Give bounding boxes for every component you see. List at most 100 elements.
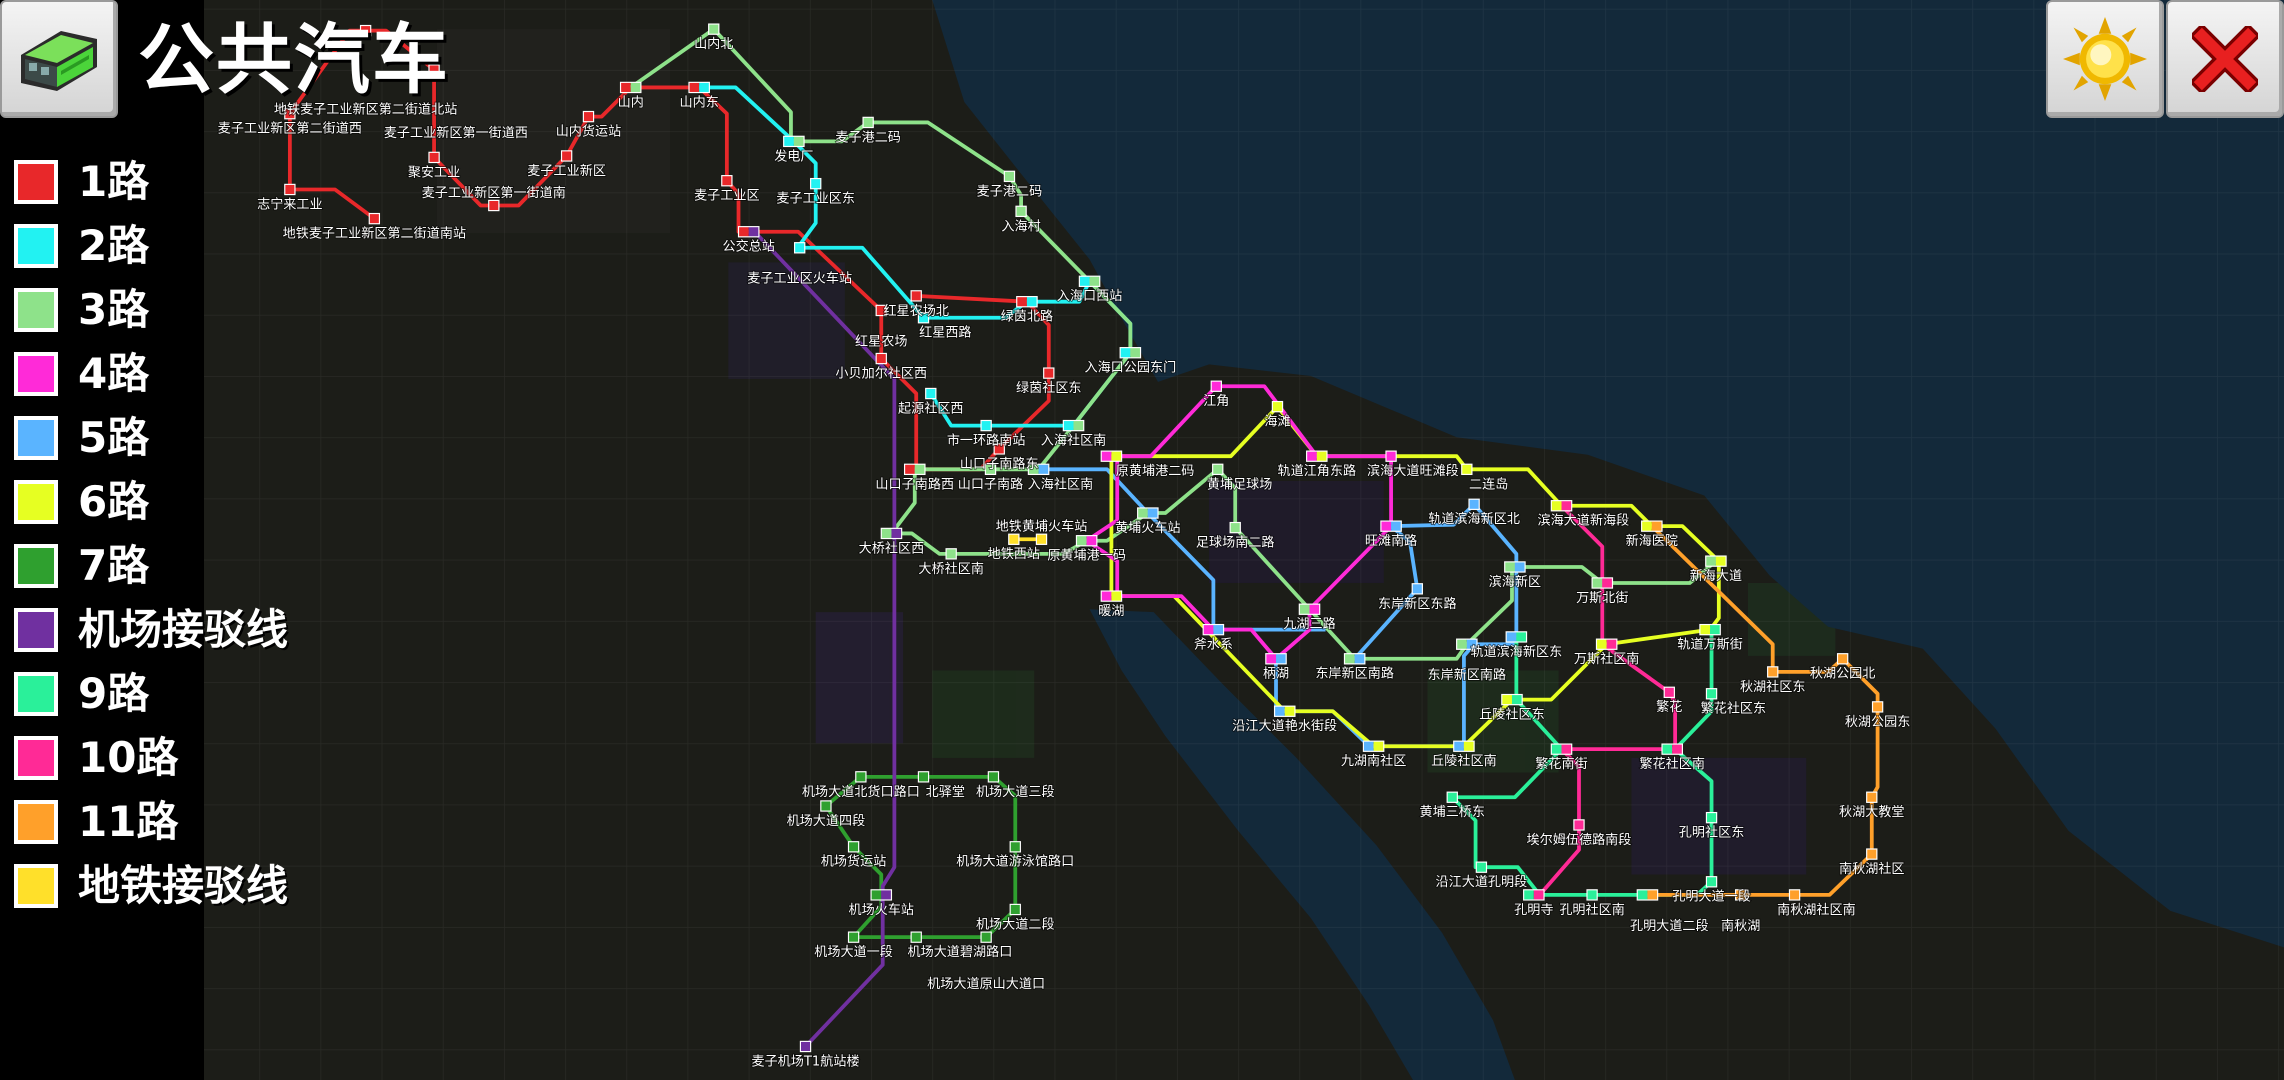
station-node[interactable] [1699,623,1721,636]
station-node[interactable] [619,81,642,94]
station-node[interactable] [870,889,893,901]
station-node[interactable] [428,151,440,164]
legend-item-5[interactable]: 5路 [14,406,288,470]
station-node[interactable] [1468,498,1480,510]
station-node[interactable] [428,64,440,76]
station-node[interactable] [1871,701,1884,713]
station-node[interactable] [1119,347,1142,359]
station-node[interactable] [1475,861,1488,873]
station-node[interactable] [1411,583,1423,595]
station-node[interactable] [1705,876,1718,888]
station-node[interactable] [1586,889,1598,901]
station-node[interactable] [993,443,1005,455]
station-node[interactable] [1362,740,1385,752]
station-node[interactable] [1075,535,1098,547]
station-node[interactable] [847,931,860,943]
station-node[interactable] [925,387,937,400]
legend-item-air[interactable]: 机场接驳线 [14,598,288,662]
station-node[interactable] [284,183,296,196]
station-node[interactable] [1595,638,1618,650]
station-node[interactable] [1453,740,1475,752]
station-node[interactable] [1501,693,1523,706]
station-node[interactable] [910,931,922,943]
station-node[interactable] [1661,743,1683,755]
station-node[interactable] [1705,811,1718,824]
station-node[interactable] [945,548,957,560]
route-line-9[interactable] [1450,629,1714,897]
station-node[interactable] [1456,638,1478,650]
station-node[interactable] [862,116,874,129]
station-node[interactable] [1734,889,1747,901]
station-node[interactable] [847,841,860,853]
station-node[interactable] [1641,520,1663,532]
station-node[interactable] [1836,653,1849,665]
station-node[interactable] [1866,848,1878,860]
route-line-1[interactable] [287,28,1051,472]
legend-item-1[interactable]: 1路 [14,150,288,214]
legend-item-metro[interactable]: 地铁接驳线 [14,854,288,918]
station-node[interactable] [1504,561,1526,573]
station-node[interactable] [910,290,922,302]
route-line-air[interactable] [753,230,897,1048]
legend-item-11[interactable]: 11路 [14,790,288,854]
station-node[interactable] [1210,380,1222,392]
station-node[interactable] [917,771,930,783]
station-node[interactable] [1505,631,1528,643]
route-line-10[interactable] [1538,504,1678,897]
route-line-11[interactable] [1647,524,1880,897]
station-node[interactable] [1202,623,1225,636]
station-node[interactable] [1866,791,1878,803]
station-node[interactable] [1009,841,1021,853]
station-node[interactable] [1003,170,1016,183]
day-night-toggle-button[interactable] [2046,0,2164,118]
station-node[interactable] [1663,686,1675,698]
legend-item-2[interactable]: 2路 [14,214,288,278]
station-node[interactable] [1636,889,1659,901]
station-node[interactable] [1062,419,1085,432]
station-node[interactable] [1446,791,1458,803]
legend-item-10[interactable]: 10路 [14,726,288,790]
station-node[interactable] [688,81,710,94]
station-node[interactable] [1705,688,1718,700]
station-node[interactable] [855,771,867,783]
legend-item-6[interactable]: 6路 [14,470,288,534]
station-node[interactable] [875,304,887,317]
station-node[interactable] [1343,653,1366,665]
station-node[interactable] [1008,533,1020,545]
station-node[interactable] [1043,367,1055,379]
station-node[interactable] [1573,819,1585,831]
station-node[interactable] [1461,463,1473,475]
station-node[interactable] [1100,450,1123,462]
station-node[interactable] [980,931,992,943]
station-node[interactable] [1015,205,1027,218]
station-node[interactable] [980,419,992,432]
station-node[interactable] [820,800,832,812]
station-node[interactable] [1298,603,1321,615]
station-node[interactable] [1212,463,1224,475]
station-node[interactable] [488,199,500,212]
station-node[interactable] [1078,275,1101,287]
route-line-4[interactable] [1084,384,1393,661]
station-node[interactable] [1035,533,1048,545]
station-node[interactable] [721,175,733,187]
bus-menu-button[interactable] [0,0,118,118]
station-node[interactable] [560,150,573,162]
station-node[interactable] [794,242,806,254]
station-node[interactable] [903,463,926,475]
station-node[interactable] [1385,450,1397,462]
station-node[interactable] [783,135,805,148]
station-node[interactable] [1009,903,1021,916]
station-node[interactable] [984,463,997,475]
station-node[interactable] [1380,520,1402,532]
legend-item-9[interactable]: 9路 [14,662,288,726]
station-node[interactable] [1229,521,1241,534]
station-node[interactable] [1705,555,1727,567]
station-node[interactable] [1767,666,1779,678]
station-node[interactable] [810,177,822,190]
legend-item-3[interactable]: 3路 [14,278,288,342]
station-node[interactable] [1591,577,1614,589]
station-node[interactable] [1550,743,1573,755]
station-node[interactable] [880,527,903,540]
station-node[interactable] [708,23,720,35]
station-node[interactable] [1100,590,1123,602]
